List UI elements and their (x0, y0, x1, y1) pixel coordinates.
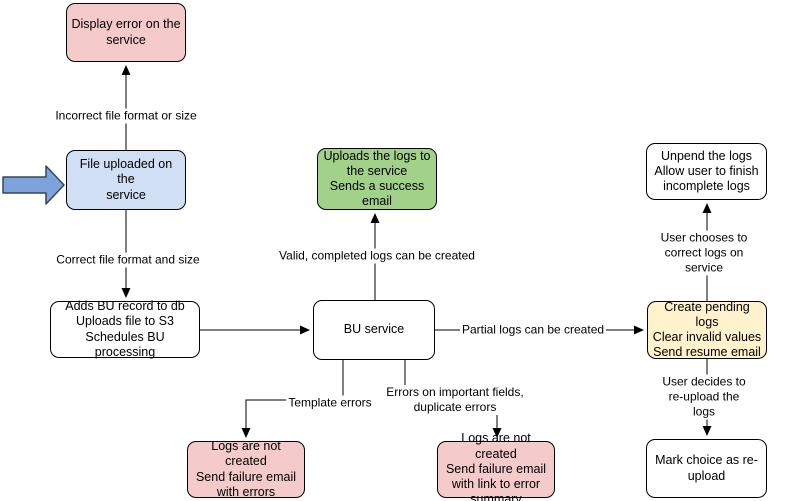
label-valid-logs: Valid, completed logs can be created (277, 248, 477, 264)
node-adds-bu-record: Adds BU record to db Uploads file to S3 … (50, 299, 200, 359)
node-mark-reupload: Mark choice as re- upload (646, 439, 767, 498)
node-bu-service: BU service (313, 300, 435, 360)
label-correct-format: Correct file format and size (54, 252, 202, 268)
node-logs-not-created-summary: Logs are not created Send failure email … (437, 431, 555, 501)
label-user-corrects: User chooses to correct logs on service (655, 230, 753, 276)
label-template-errors: Template errors (286, 395, 374, 411)
node-uploads-logs: Uploads the logs to the service Sends a … (317, 148, 437, 210)
label-user-reuploads: User decides to re-upload the logs (655, 374, 753, 420)
node-create-pending: Create pending logs Clear invalid values… (647, 300, 767, 359)
node-display-error: Display error on the service (66, 3, 186, 62)
label-important-errors: Errors on important fields, duplicate er… (384, 385, 526, 415)
node-unpend-logs: Unpend the logs Allow user to finish inc… (646, 143, 767, 200)
entry-arrow-icon (2, 165, 65, 205)
label-incorrect-format: Incorrect file format or size (53, 108, 199, 124)
node-file-uploaded: File uploaded on the service (66, 150, 186, 210)
label-partial-logs: Partial logs can be created (459, 322, 607, 338)
node-logs-not-created-errors: Logs are not created Send failure email … (187, 439, 305, 499)
